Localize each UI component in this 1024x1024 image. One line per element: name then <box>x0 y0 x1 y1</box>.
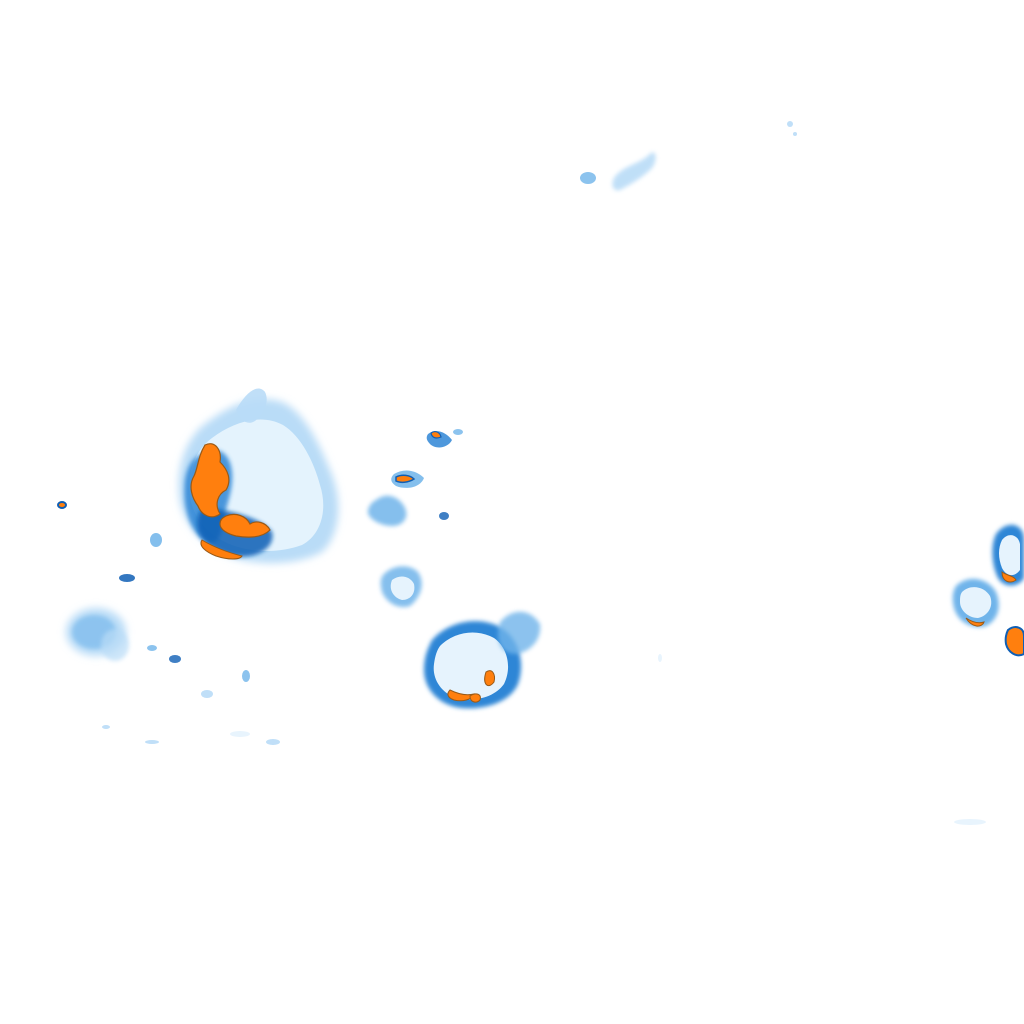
cell-center-south <box>424 611 541 709</box>
cell-north-wisps <box>580 121 986 825</box>
cell-small-clusters <box>57 501 280 745</box>
cell-small-center <box>367 429 463 608</box>
cell-far-west <box>66 608 129 661</box>
cell-east-edge <box>952 524 1024 657</box>
cell-west-large <box>178 388 339 564</box>
